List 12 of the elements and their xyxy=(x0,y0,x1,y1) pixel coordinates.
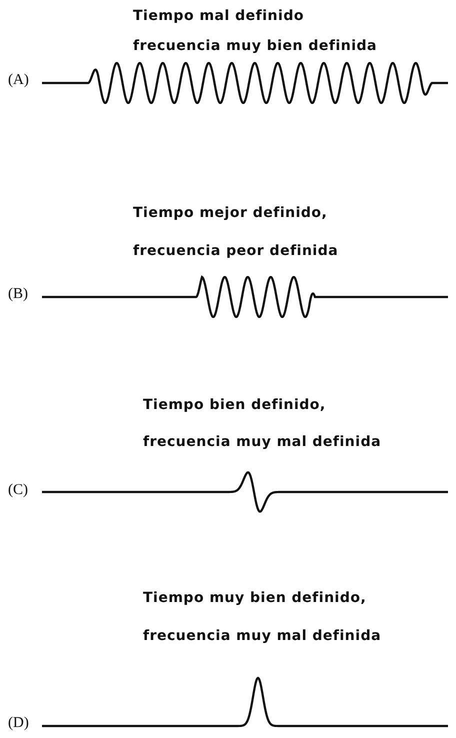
caption-text: Tiempo mejor definido, xyxy=(133,205,328,221)
caption-text: frecuencia muy mal definida xyxy=(143,628,382,644)
panel-label: (B) xyxy=(8,286,28,303)
caption-text: frecuencia muy mal definida xyxy=(143,434,382,450)
caption-text: frecuencia peor definida xyxy=(133,243,338,259)
caption-text: Tiempo bien definido, xyxy=(143,397,326,413)
panel-label: (C) xyxy=(8,482,28,499)
caption-text: Tiempo mal definido xyxy=(133,8,304,24)
caption-text: Tiempo muy bien definido, xyxy=(143,590,366,606)
panel-label: (A) xyxy=(8,72,29,89)
caption-text: frecuencia muy bien definida xyxy=(133,38,377,54)
panel-label: (D) xyxy=(8,715,29,732)
